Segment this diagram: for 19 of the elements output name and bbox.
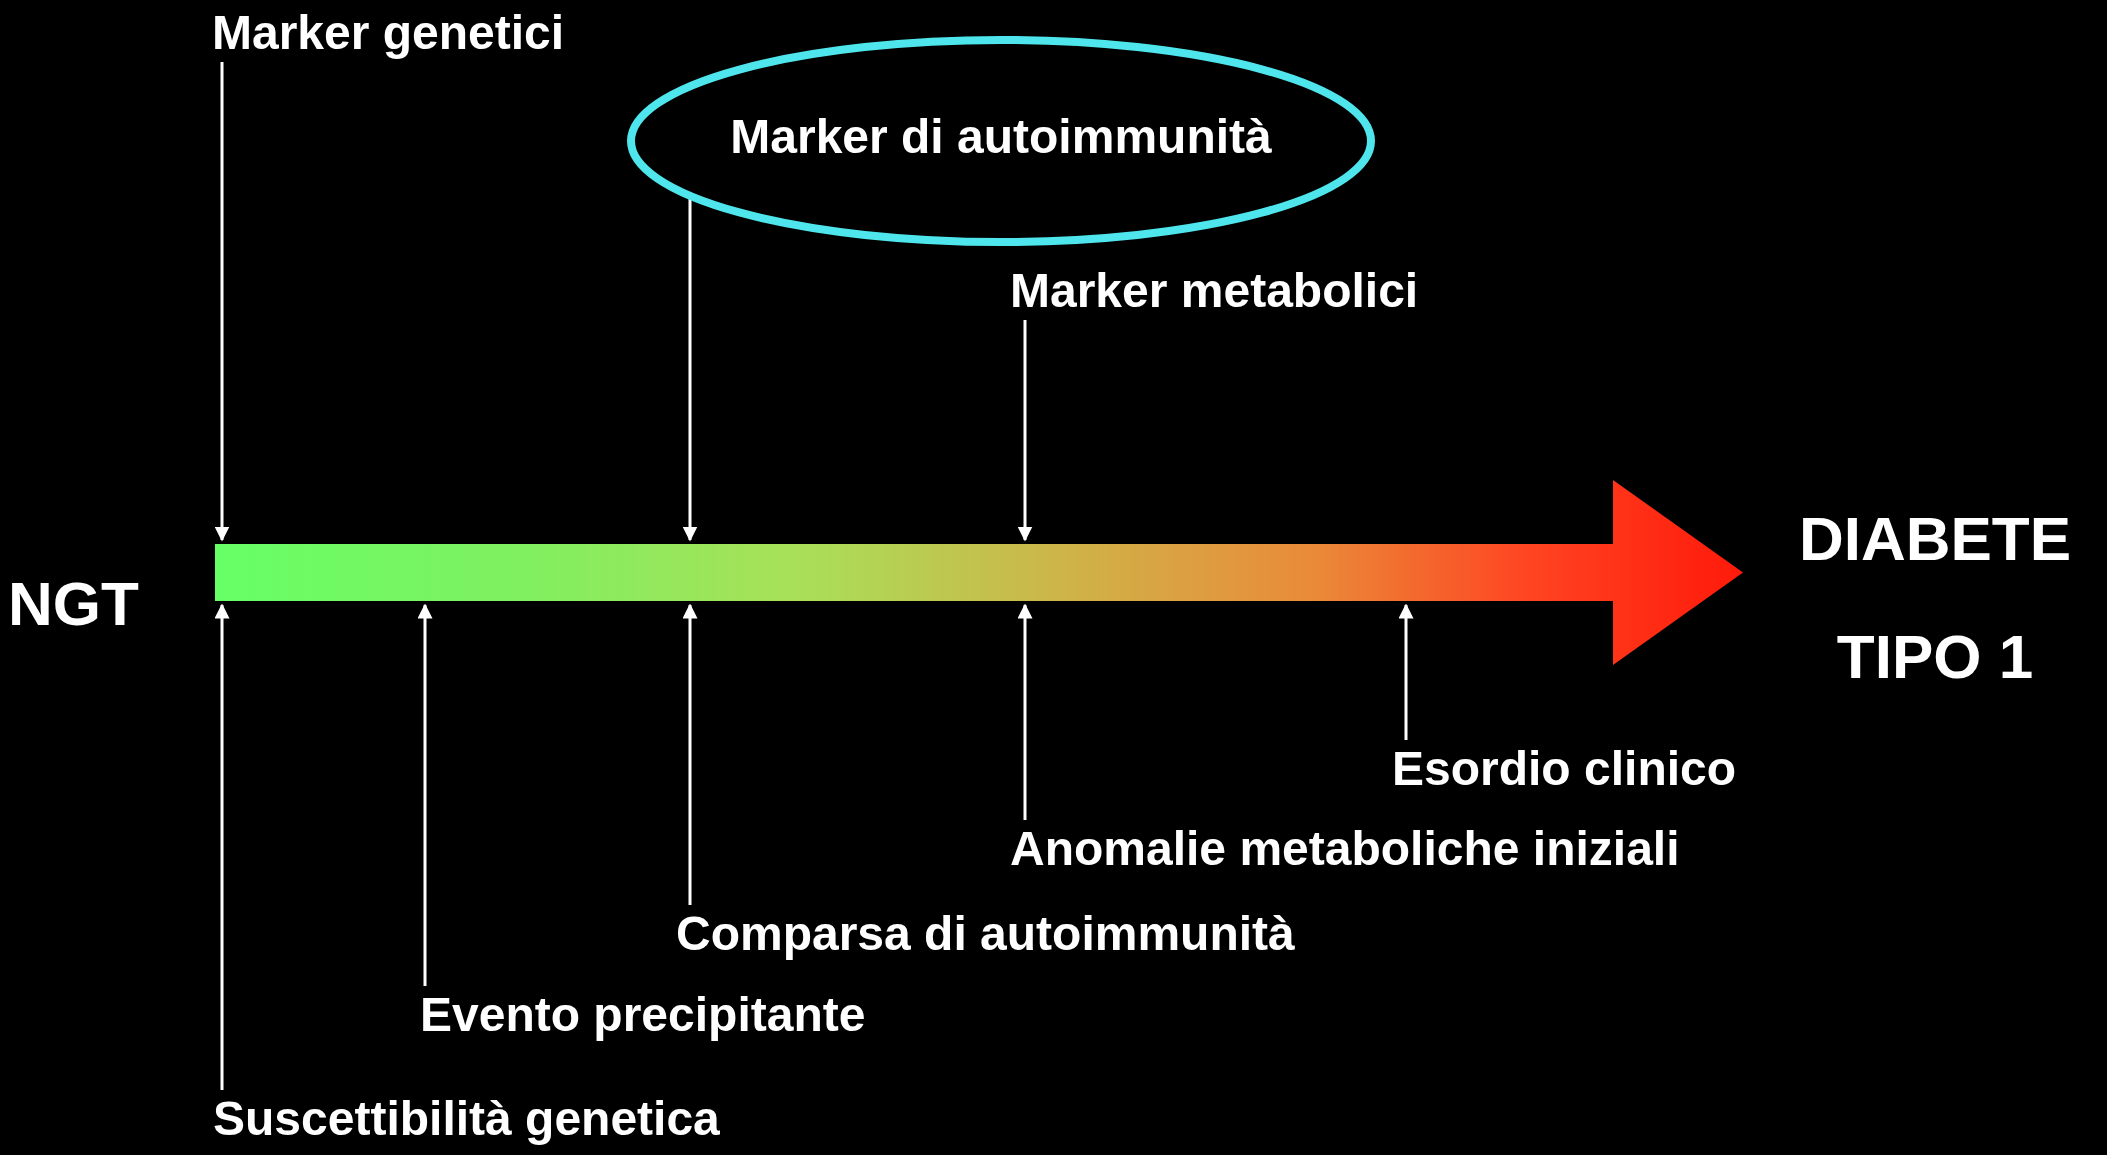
stage-label: Marker genetici [212,4,652,62]
arrow [1017,603,1033,820]
stage-label: Evento precipitante [420,986,980,1044]
stage-label: Suscettibilità genetica [213,1090,853,1148]
arrow [417,603,433,986]
arrow [1398,603,1414,740]
stage-label: Esordio clinico [1392,740,1812,798]
stage-label: Marker metabolici [1010,262,1530,320]
stage-label: Comparsa di autoimmunità [676,905,1396,963]
arrow [1017,320,1033,542]
arrow [214,62,230,542]
stage-label: DIABETE TIPO 1 [1797,503,2073,693]
stage-label: Anomalie metaboliche iniziali [1010,820,1840,878]
highlight-ellipse [627,36,1375,246]
arrow [682,603,698,905]
arrow [214,603,230,1090]
stage-label: NGT [8,568,140,640]
timeline-arrow [215,480,1743,665]
marker-label: Marker di autoimmunità [730,109,1272,166]
